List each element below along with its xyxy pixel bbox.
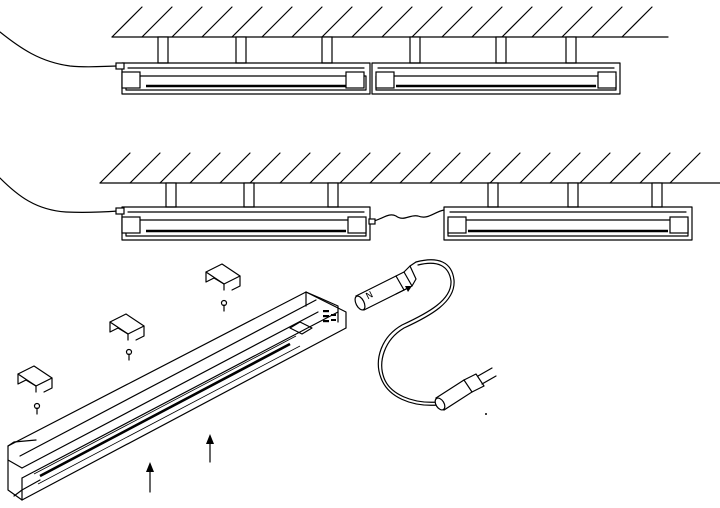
fixture-right-middle (443, 206, 693, 241)
ceiling-hatch-line (321, 6, 353, 38)
panel-bottom-exploded-view: N (7, 259, 497, 501)
ceiling-hatch-line (279, 152, 311, 184)
link-cable-middle (368, 209, 445, 225)
supply-cable (377, 259, 455, 406)
power-cord-top (0, 31, 125, 70)
ceiling-hatch-line (459, 152, 491, 184)
screw-1 (33, 402, 41, 415)
ceiling-hatch-line (639, 152, 671, 184)
direction-arrow-2 (206, 434, 214, 463)
ceiling-hatch-line (549, 152, 581, 184)
panel-top-linked-fixtures (0, 6, 669, 95)
ceiling-hatch-line (99, 152, 131, 184)
ceiling-top (111, 6, 669, 38)
ceiling-hatch-line (399, 152, 431, 184)
ceiling-hatch-line (291, 6, 323, 38)
connector-label: N (365, 290, 376, 302)
ceiling-hatch-line (471, 6, 503, 38)
screw-2 (125, 348, 133, 361)
ceiling-hatch-line (609, 152, 641, 184)
ceiling-hatch-line (591, 6, 623, 38)
ceiling-hatch-line (561, 6, 593, 38)
ceiling-hatch-line (129, 152, 161, 184)
ceiling-hatch-line (309, 152, 341, 184)
insert-arrow (395, 286, 412, 295)
ceiling-hatch-line (501, 6, 533, 38)
mounting-clip-3 (205, 263, 241, 291)
ceiling-hatch-line (381, 6, 413, 38)
ceiling-hatch-line (621, 6, 653, 38)
ceiling-hatch-line (189, 152, 221, 184)
ceiling-hatch-line (231, 6, 263, 38)
ceiling-hatch-line (201, 6, 233, 38)
power-cord-middle (0, 177, 125, 215)
ceiling-hatch-line (669, 152, 701, 184)
ceiling-hatch-line (171, 6, 203, 38)
light-fixture-angled (7, 291, 347, 501)
ceiling-hatch-line (429, 152, 461, 184)
ceiling-hatch-line (411, 6, 443, 38)
ceiling-middle (99, 152, 720, 184)
ceiling-hatch-line (159, 152, 191, 184)
ceiling-hatch-line (249, 152, 281, 184)
screw-3 (220, 299, 228, 312)
fixture-left-middle (121, 206, 371, 241)
panel-middle-linked-fixtures (0, 152, 720, 241)
ceiling-hatch-line (531, 6, 563, 38)
ceiling-hatch-line (339, 152, 371, 184)
ceiling-hatch-line (219, 152, 251, 184)
fixture-right-top (371, 62, 621, 95)
ceiling-hatch-line (351, 6, 383, 38)
mounting-clip-2 (109, 313, 145, 341)
mounting-posts-top (157, 36, 577, 64)
ceiling-hatch-line (441, 6, 473, 38)
ceiling-hatch-line (489, 152, 521, 184)
ceiling-hatch-line (579, 152, 611, 184)
fixture-left-top (121, 62, 371, 95)
ceiling-hatch-line (111, 6, 143, 38)
connector-plug: N (354, 261, 417, 311)
ceiling-hatch-line (261, 6, 293, 38)
mounting-posts-middle (165, 182, 663, 208)
ceiling-hatch-line (519, 152, 551, 184)
direction-arrow-1 (146, 462, 154, 493)
ceiling-hatch-line (369, 152, 401, 184)
ceiling-hatch-line (141, 6, 173, 38)
mains-plug (434, 367, 497, 411)
mounting-clip-1 (17, 365, 53, 393)
